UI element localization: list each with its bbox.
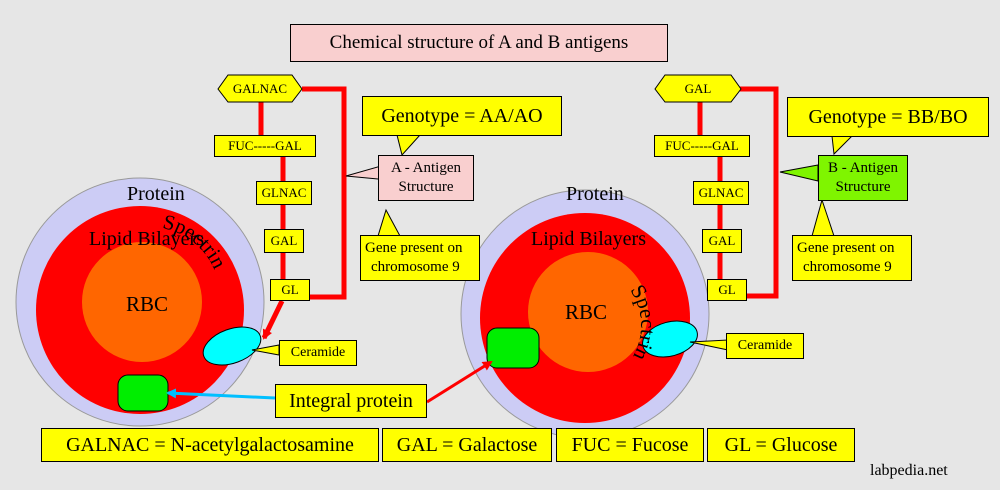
right-gene-callout: Gene present on chromosome 9 [792,235,912,281]
left-genotype-callout: Genotype = AA/AO [362,96,562,136]
legend-fuc: FUC = Fucose [556,428,704,462]
left-antigen-line2: Structure [398,179,454,195]
left-integral-protein-shape [117,374,169,412]
left-lipid-label: Lipid Bilayers [89,228,204,250]
left-gene-line1: Gene present on [365,240,463,256]
right-chain-node-gal: GAL [702,229,742,253]
right-chain-node-gal: GAL [684,81,712,96]
left-chain-node-gl: GL [270,279,310,301]
callout-tails [251,134,854,356]
right-gal-hexagon [654,74,742,103]
right-chain-node-fuc-gal: FUC-----GAL [654,135,750,157]
right-antigen-line2: Structure [835,179,891,195]
diagram-title: Chemical structure of A and B antigens [290,24,668,62]
left-antigen-callout: A - Antigen Structure [378,155,474,201]
legend-gl: GL = Glucose [707,428,855,462]
left-chain-node-gal: GAL [264,229,304,253]
right-chain-links [697,86,779,299]
right-antigen-line1: B - Antigen [828,160,898,176]
right-antigen-callout: B - Antigen Structure [818,155,908,201]
right-chain-node-gl: GL [707,279,747,301]
left-gene-line2: chromosome 9 [371,259,460,275]
right-rbc-core [528,252,648,372]
left-chain-links [258,86,347,340]
right-lipid-label: Lipid Bilayers [531,228,646,250]
right-integral-protein-shape [486,327,540,369]
right-gene-line1: Gene present on [797,240,895,256]
left-rbc-core [82,242,202,362]
right-protein-label: Protein [566,183,624,205]
right-genotype-callout: Genotype = BB/BO [787,97,989,137]
left-cell: Spectrin [15,177,265,427]
right-chain-node-glnac: GLNAC [693,181,749,205]
integral-arrow-blue [166,388,276,400]
right-cell: Spectrin [460,189,710,439]
left-antigen-line1: A - Antigen [391,160,461,176]
right-gene-line2: chromosome 9 [803,259,892,275]
left-gene-callout: Gene present on chromosome 9 [360,235,480,281]
left-galnac-hexagon [217,74,303,103]
legend-galnac: GALNAC = N-acetylgalactosamine [41,428,379,462]
left-chain-node-glnac: GLNAC [256,181,312,205]
left-ceramide-callout: Ceramide [279,340,357,366]
left-rbc-label: RBC [126,292,169,316]
left-chain-node-galnac: GALNAC [232,81,288,96]
legend-gal: GAL = Galactose [382,428,552,462]
left-protein-label: Protein [127,183,185,205]
left-chain-node-fuc-gal: FUC-----GAL [214,135,316,157]
right-ceramide-shape [642,320,698,358]
right-ceramide-callout: Ceramide [726,333,804,359]
left-ceramide-shape [202,326,262,366]
watermark: labpedia.net [870,462,948,479]
integral-protein-callout: Integral protein [275,384,427,418]
right-rbc-label: RBC [565,300,608,324]
integral-arrow-red [426,360,493,404]
